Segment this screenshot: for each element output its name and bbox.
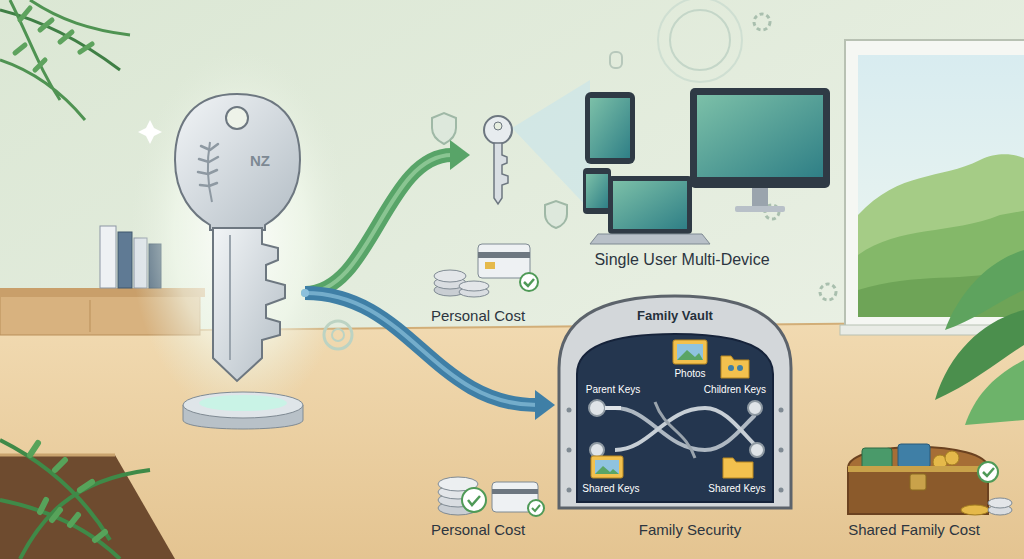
- key-engraving: NZ: [250, 152, 270, 170]
- window: [840, 40, 1024, 335]
- personal-cost-icon: [434, 244, 538, 297]
- vault-item: Parent Keys: [583, 383, 643, 397]
- arrow-head: [450, 140, 470, 170]
- key-glow: [130, 50, 350, 420]
- flow-arrow: [301, 140, 470, 297]
- cost-label: Family Security: [639, 521, 742, 539]
- small-key-beam: [484, 80, 590, 210]
- arrow-head: [535, 390, 555, 420]
- cost-label: Personal Cost: [431, 307, 525, 325]
- vault-arch: Family VaultPhotosParent Keys Children Ke…: [555, 290, 795, 510]
- arrow-origin: [301, 289, 309, 297]
- personal-cost-icon: [438, 477, 544, 516]
- key-shape: NZ: [170, 90, 305, 385]
- arrow-band: [305, 155, 452, 293]
- arrow-highlight: [305, 293, 537, 405]
- cost-label: Personal Cost: [431, 521, 525, 539]
- arrow-highlight: [305, 155, 452, 293]
- cost-label: Shared Family Cost: [848, 521, 980, 539]
- vault-item-label: Photos: [674, 368, 705, 380]
- vault-item: Photos: [671, 367, 708, 381]
- device-group: Single User Multi-Device: [470, 80, 840, 275]
- key-pedestal: [183, 392, 303, 429]
- vault-item: Shared Keys: [705, 482, 768, 496]
- arrow-origin: [301, 289, 309, 297]
- devices: [583, 88, 830, 244]
- group-caption: Single User Multi-Device: [594, 250, 769, 269]
- vault-title: Family Vault: [637, 308, 713, 324]
- vault-item-label: Parent Keys: [586, 384, 640, 396]
- vault-item: Shared Keys: [579, 482, 642, 496]
- vault-item-label: Children Keys: [704, 384, 766, 396]
- key-outline: [170, 90, 305, 385]
- vault-item-label: Shared Keys: [582, 483, 639, 495]
- flow-arrow: [301, 289, 555, 420]
- arrow-band: [305, 293, 537, 405]
- vault-item: Children Keys: [701, 383, 769, 397]
- treasure-chest: [848, 444, 1012, 515]
- vault-item-label: Shared Keys: [708, 483, 765, 495]
